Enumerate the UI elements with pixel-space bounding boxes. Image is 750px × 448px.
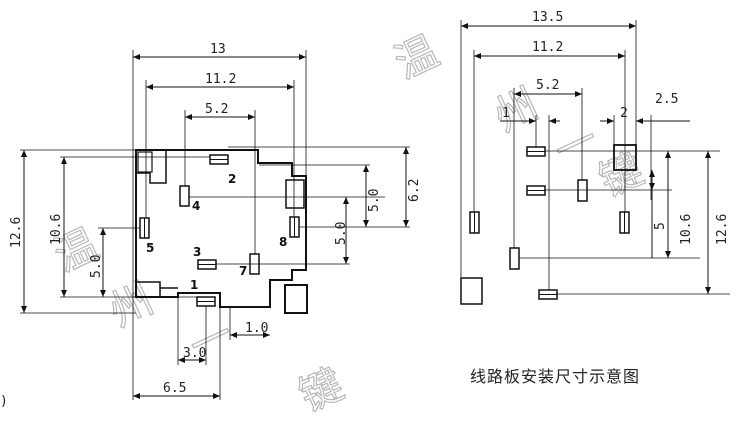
dim-bottom-6-5: 6.5 — [163, 381, 186, 396]
dim-12-6: 12.6 — [715, 214, 730, 245]
corner-pad-right — [285, 179, 305, 209]
dim-right-5-0-lower: 5.0 — [334, 222, 349, 245]
partial-mark: ) — [0, 394, 8, 409]
pin-label-8: 8 — [279, 235, 287, 249]
large-pad-bottom-right — [284, 284, 308, 314]
pin-label-7: 7 — [239, 264, 247, 278]
watermark-char: 温 — [387, 26, 446, 88]
pcb-caption: 线路板安装尺寸示意图 — [470, 367, 640, 386]
pcb-pad — [509, 247, 520, 270]
dim-height-10-6: 10.6 — [49, 214, 64, 245]
component-outline-drawing — [20, 50, 410, 400]
dim-10-6: 10.6 — [679, 214, 694, 245]
dimension-lines — [23, 56, 407, 397]
watermark-char: 一 — [182, 309, 241, 371]
pcb-corner-pad — [460, 277, 483, 305]
dim-5-2: 5.2 — [536, 78, 559, 93]
watermark-char: 州 — [102, 274, 161, 336]
extension-lines — [20, 50, 410, 400]
dim-bottom-1-0: 1.0 — [245, 321, 268, 336]
dim-inner-span: 5.2 — [205, 102, 228, 117]
dim-pad-span: 11.2 — [205, 72, 236, 87]
dim-height-5-0: 5.0 — [89, 255, 104, 278]
dim-bottom-3-0: 3.0 — [183, 346, 206, 361]
dim-right-5-0-upper: 5.0 — [367, 189, 382, 212]
pin-label-4: 4 — [192, 199, 200, 213]
pcb-dimension-labels: 13.5 11.2 5.2 1 2 2.5 5 10.6 12.6 — [502, 10, 730, 245]
pin-label-5: 5 — [146, 241, 154, 255]
pin-label-1: 1 — [190, 278, 198, 292]
corner-pad — [137, 151, 153, 173]
dim-overall-height: 12.6 — [9, 217, 24, 248]
dim-5: 5 — [653, 222, 668, 230]
dim-1: 1 — [502, 106, 510, 121]
watermark-char: 键 — [292, 359, 351, 421]
pcb-extension-lines — [460, 20, 730, 295]
pin-labels: 2 4 5 8 3 7 1 — [146, 172, 287, 292]
pin-4 — [179, 185, 190, 207]
dim-overall-width: 13 — [210, 42, 226, 57]
pcb-layout-drawing — [460, 20, 730, 305]
dim-2: 2 — [620, 106, 628, 121]
corner-block-bottom-left — [136, 281, 178, 297]
corner-block-top-left — [136, 149, 167, 184]
component-body-outline — [135, 149, 307, 308]
pcb-pad — [577, 179, 588, 202]
dimension-arrows — [21, 54, 409, 399]
dim-2-5: 2.5 — [655, 92, 678, 107]
pin-label-2: 2 — [228, 172, 236, 186]
dim-11-2: 11.2 — [532, 40, 563, 55]
pcb-dimension-arrows — [461, 23, 711, 294]
dim-13-5: 13.5 — [532, 10, 563, 25]
pcb-dimension-lines — [461, 25, 709, 294]
dim-right-6-2: 6.2 — [407, 179, 422, 202]
pin-label-3: 3 — [193, 245, 201, 259]
left-dimension-labels: 13 11.2 5.2 12.6 10.6 5.0 5.0 6.2 5.0 1.… — [9, 42, 422, 396]
